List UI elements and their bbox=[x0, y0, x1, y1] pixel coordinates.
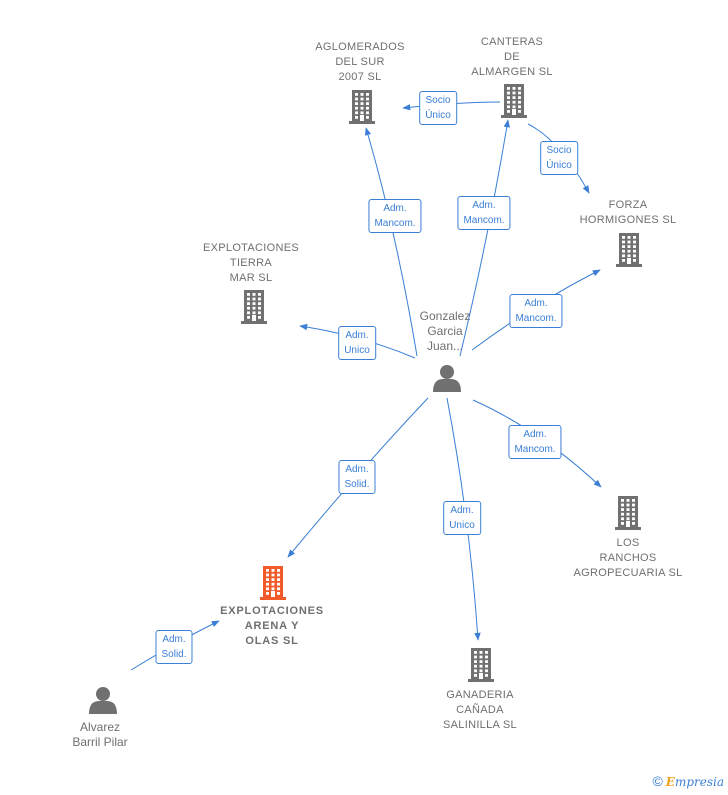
relation-badge-line: Mancom. bbox=[515, 313, 557, 324]
node-label-line: FORZA bbox=[608, 199, 648, 211]
node-label-line: ALMARGEN SL bbox=[471, 66, 553, 78]
node-label-aglomerados[interactable]: AGLOMERADOS DEL SUR 2007 SL bbox=[315, 40, 405, 85]
relation-badge-line: Solid. bbox=[161, 649, 187, 660]
relation-badge-line: Adm. bbox=[345, 464, 369, 475]
node-label-los-ranchos[interactable]: LOS RANCHOS AGROPECUARIA SL bbox=[573, 536, 682, 581]
relation-badge-line: Adm. bbox=[472, 200, 496, 211]
copyright-symbol: © bbox=[652, 773, 663, 789]
node-label-line: DE bbox=[504, 51, 520, 63]
relation-badge-line: Adm. bbox=[523, 429, 547, 440]
node-label-line: EXPLOTACIONES bbox=[203, 242, 299, 254]
node-label-line: CAÑADA bbox=[456, 704, 504, 716]
relation-badge-gonzalez-forza[interactable]: Adm. Mancom. bbox=[509, 294, 563, 328]
node-label-line: RANCHOS bbox=[599, 552, 657, 564]
edge-gonzalez-to-aglomerados bbox=[364, 127, 418, 357]
node-label-line: 2007 SL bbox=[338, 71, 382, 83]
relation-badge-line: Unico bbox=[449, 520, 475, 531]
node-label-line: SALINILLA SL bbox=[443, 719, 517, 731]
building-icon[interactable] bbox=[616, 233, 642, 267]
edge-gonzalez-to-canteras bbox=[459, 119, 510, 357]
node-label-line: Gonzalez bbox=[419, 309, 471, 323]
relation-badge-gonzalez-canteras[interactable]: Adm. Mancom. bbox=[457, 196, 511, 230]
relation-badge-gonzalez-aglomerados[interactable]: Adm. Mancom. bbox=[368, 199, 422, 233]
relation-badge-line: Solid. bbox=[344, 479, 370, 490]
node-label-line: CANTERAS bbox=[480, 36, 544, 48]
node-label-line: OLAS SL bbox=[245, 635, 299, 647]
person-icon[interactable] bbox=[89, 687, 117, 714]
node-label-line: AGLOMERADOS bbox=[315, 41, 405, 53]
relation-badge-line: Adm. bbox=[524, 298, 548, 309]
relation-badge-line: Adm. bbox=[383, 203, 407, 214]
node-label-line: DEL SUR bbox=[335, 56, 385, 68]
relation-badge-alvarez-explotaciones_arena[interactable]: Adm. Solid. bbox=[155, 630, 193, 664]
node-label-canteras[interactable]: CANTERAS DE ALMARGEN SL bbox=[471, 35, 553, 80]
node-label-ganaderia[interactable]: GANADERIA CAÑADA SALINILLA SL bbox=[443, 688, 517, 733]
node-label-line: TIERRA bbox=[229, 257, 273, 269]
relation-badge-line: Socio bbox=[546, 145, 572, 156]
node-label-line: HORMIGONES SL bbox=[579, 214, 677, 226]
node-label-line: AGROPECUARIA SL bbox=[573, 567, 683, 579]
node-label-explotaciones-tierra[interactable]: EXPLOTACIONES TIERRA MAR SL bbox=[203, 241, 299, 286]
relation-badge-line: Adm. bbox=[345, 330, 369, 341]
node-label-line: ARENA Y bbox=[244, 620, 300, 632]
node-label-explotaciones-arena[interactable]: EXPLOTACIONES ARENA Y OLAS SL bbox=[220, 604, 324, 649]
relation-badge-line: Adm. bbox=[162, 634, 186, 645]
node-label-line: MAR SL bbox=[229, 272, 273, 284]
building-icon[interactable] bbox=[501, 84, 527, 118]
person-icon[interactable] bbox=[433, 365, 461, 392]
relation-badge-gonzalez-los_ranchos[interactable]: Adm. Mancom. bbox=[508, 425, 562, 459]
building-icon[interactable] bbox=[349, 90, 375, 124]
building-icon[interactable] bbox=[615, 496, 641, 530]
building-icon[interactable] bbox=[260, 566, 286, 600]
node-label-forza[interactable]: FORZA HORMIGONES SL bbox=[580, 198, 677, 228]
relation-badge-line: Socio bbox=[425, 95, 451, 106]
relation-badge-line: Único bbox=[546, 160, 572, 171]
relation-badge-gonzalez-ganaderia[interactable]: Adm. Unico bbox=[443, 501, 481, 535]
relation-badge-gonzalez-explotaciones_tierra[interactable]: Adm. Unico bbox=[338, 326, 376, 360]
relation-badge-line: Mancom. bbox=[514, 444, 556, 455]
building-icon[interactable] bbox=[468, 648, 494, 682]
node-label-line: EXPLOTACIONES bbox=[220, 605, 324, 617]
relation-badge-gonzalez-explotaciones_arena[interactable]: Adm. Solid. bbox=[338, 460, 376, 494]
relation-badge-line: Adm. bbox=[450, 505, 474, 516]
relation-badge-line: Único bbox=[425, 110, 451, 121]
node-label-line: LOS bbox=[616, 537, 640, 549]
relation-badge-line: Mancom. bbox=[374, 218, 416, 229]
node-label-line: Juan... bbox=[426, 339, 464, 353]
node-label-line: Alvarez bbox=[79, 720, 120, 734]
brand-footer[interactable]: ©Empresia bbox=[652, 773, 724, 789]
relation-badge-line: Mancom. bbox=[463, 215, 505, 226]
node-label-line: Garcia bbox=[427, 324, 463, 338]
node-label-line: GANADERIA bbox=[446, 689, 514, 701]
brand-logo: Empresia bbox=[665, 775, 724, 789]
node-label-line: Barril Pilar bbox=[72, 735, 128, 749]
relation-badge-line: Unico bbox=[344, 345, 370, 356]
building-icon[interactable] bbox=[241, 290, 267, 324]
